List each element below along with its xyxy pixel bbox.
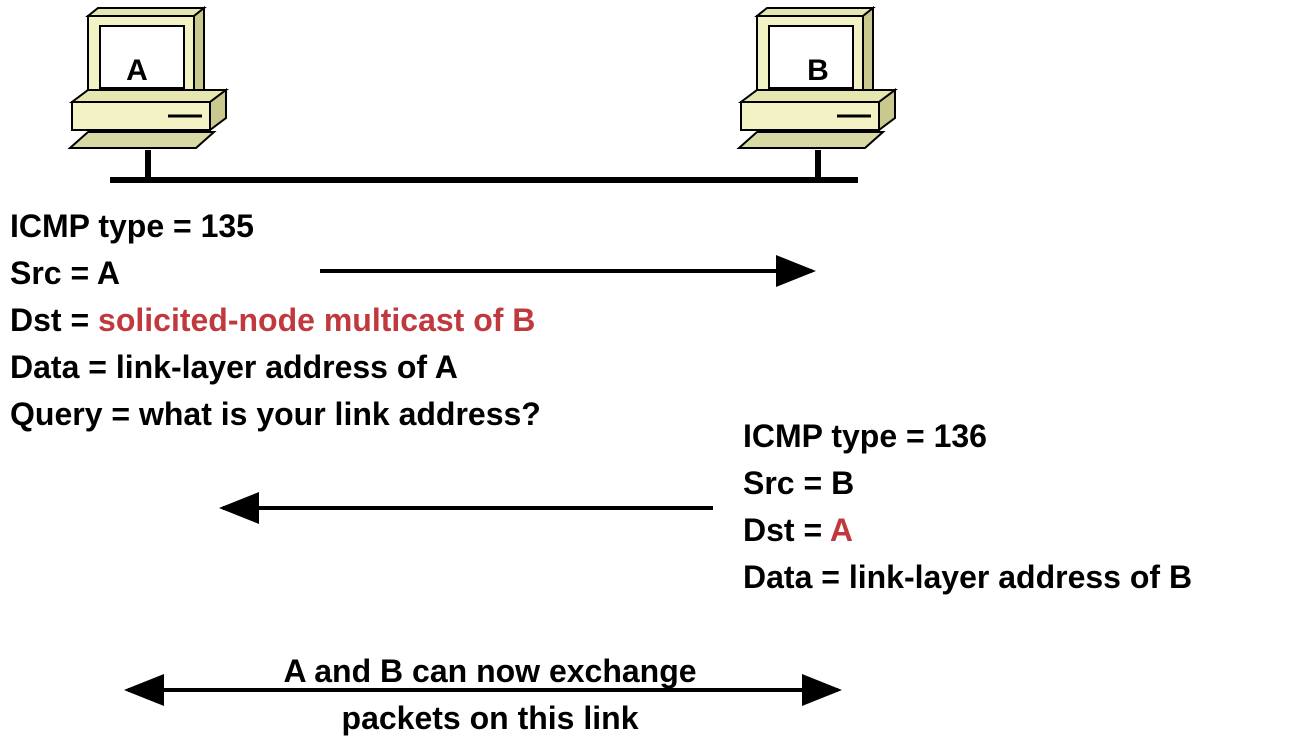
- ns-destination-value: solicited-node multicast of B: [98, 302, 536, 338]
- exchange-caption: A and B can now exchange packets on this…: [200, 648, 780, 742]
- computer-icon: [736, 6, 898, 149]
- na-data: Data = link-layer address of B: [743, 559, 1193, 595]
- na-destination-prefix: Dst =: [743, 512, 830, 548]
- na-destination: Dst = A: [743, 507, 1192, 554]
- neighbor-advertisement-message: ICMP type = 136 Src = B Dst = A Data = l…: [743, 413, 1192, 601]
- host-a-computer: A: [64, 6, 234, 166]
- host-b-computer: B: [733, 6, 903, 166]
- na-destination-value: A: [829, 512, 853, 548]
- ns-source: Src = A: [10, 255, 120, 291]
- host-b-label: B: [807, 54, 829, 87]
- host-a-label: A: [126, 54, 148, 87]
- ns-query: Query = what is your link address?: [10, 396, 541, 432]
- neighbor-solicitation-message: ICMP type = 135 Src = A Dst = solicited-…: [10, 203, 541, 438]
- caption-line-1: A and B can now exchange: [283, 653, 697, 689]
- computer-icon: [67, 6, 229, 149]
- ns-data: Data = link-layer address of A: [10, 349, 458, 385]
- ns-icmp-type: ICMP type = 135: [10, 208, 254, 244]
- caption-line-2: packets on this link: [341, 700, 639, 736]
- ns-destination: Dst = solicited-node multicast of B: [10, 297, 541, 344]
- na-icmp-type: ICMP type = 136: [743, 418, 987, 454]
- na-source: Src = B: [743, 465, 855, 501]
- ns-destination-prefix: Dst =: [10, 302, 99, 338]
